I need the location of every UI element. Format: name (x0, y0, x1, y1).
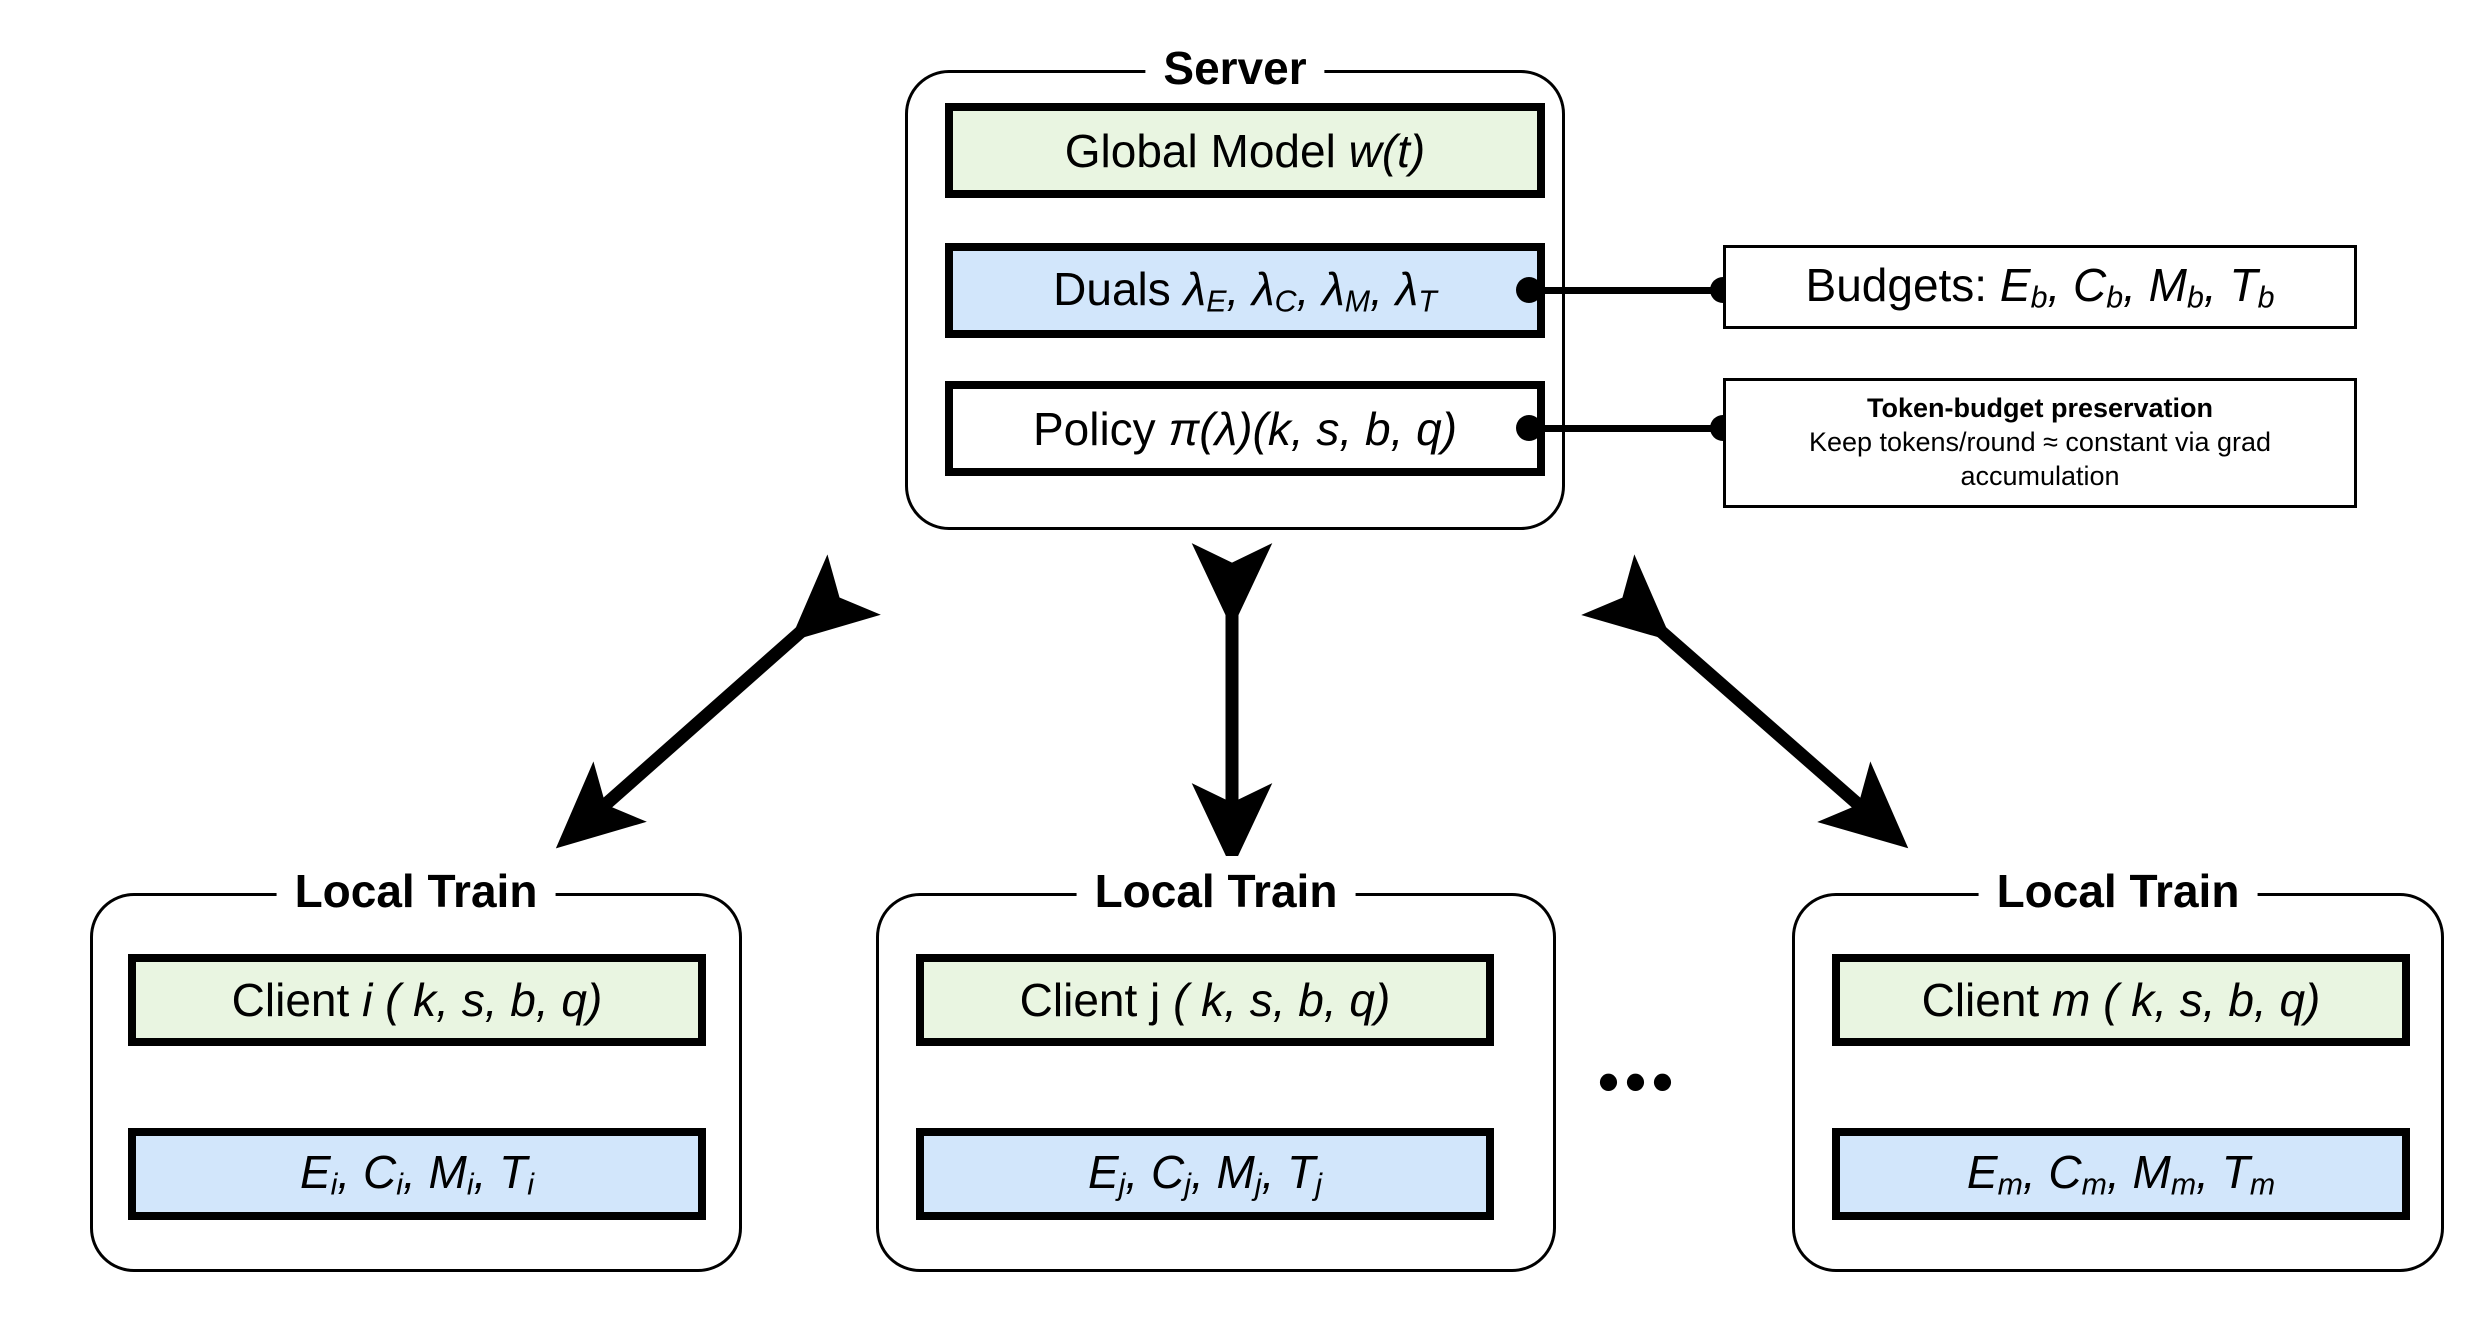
policy-box[interactable]: Policy π(λ)(k, s, b, q) (945, 381, 1545, 476)
server-panel-title: Server (1145, 33, 1325, 103)
local-train-panel-m: Local Train (1792, 856, 2444, 1272)
local-train-panel-j: Local Train (876, 856, 1556, 1272)
client-box-i-label: Client i ( k, s, b, q) (231, 974, 603, 1026)
client-box-m[interactable]: Client m ( k, s, b, q) (1832, 954, 2410, 1046)
client-box-j[interactable]: Client j ( k, s, b, q) (916, 954, 1494, 1046)
client-budget-box-m[interactable]: Em, Cm, Mm, Tm (1832, 1128, 2410, 1220)
duals-budgets-connector (1528, 287, 1723, 294)
token-budget-note-body: Keep tokens/round ≈ constant via grad ac… (1808, 427, 2272, 491)
duals-label: Duals λE, λC, λM, λT (1053, 262, 1437, 319)
token-budget-note[interactable]: Token-budget preservation Keep tokens/ro… (1723, 378, 2357, 508)
server-client-i-arrow (555, 554, 881, 849)
clients-ellipsis: ••• (1598, 1048, 1680, 1115)
client-budget-box-i-label: Ei, Ci, Mi, Ti (299, 1146, 535, 1202)
policy-label: Policy π(λ)(k, s, b, q) (1032, 402, 1458, 455)
client-box-m-label: Client m ( k, s, b, q) (1921, 974, 2321, 1026)
local-train-panel-j-title: Local Train (1076, 856, 1356, 926)
client-box-i[interactable]: Client i ( k, s, b, q) (128, 954, 706, 1046)
local-train-panel-i-title: Local Train (276, 856, 556, 926)
client-box-j-label: Client j ( k, s, b, q) (1019, 974, 1391, 1026)
local-train-panel-i: Local Train (90, 856, 742, 1272)
global-model-label: Global Model w(t) (1064, 124, 1426, 177)
duals-connector-dot-left (1516, 277, 1542, 303)
token-budget-note-heading: Token-budget preservation (1866, 393, 2214, 424)
duals-box[interactable]: Duals λE, λC, λM, λT (945, 243, 1545, 338)
budgets-note[interactable]: Budgets: Eb, Cb, Mb, Tb (1723, 245, 2357, 329)
budgets-note-label: Budgets: Eb, Cb, Mb, Tb (1805, 259, 2275, 315)
global-model-box[interactable]: Global Model w(t) (945, 103, 1545, 198)
client-budget-box-m-label: Em, Cm, Mm, Tm (1966, 1146, 2276, 1202)
local-train-panel-m-title: Local Train (1978, 856, 2258, 926)
server-client-m-arrow (1581, 554, 1909, 849)
client-budget-box-j[interactable]: Ej, Cj, Mj, Tj (916, 1128, 1494, 1220)
policy-token-connector (1528, 425, 1723, 432)
client-budget-box-i[interactable]: Ei, Ci, Mi, Ti (128, 1128, 706, 1220)
server-panel: Server (905, 33, 1565, 530)
client-budget-box-j-label: Ej, Cj, Mj, Tj (1087, 1146, 1323, 1202)
policy-connector-dot-left (1516, 415, 1542, 441)
